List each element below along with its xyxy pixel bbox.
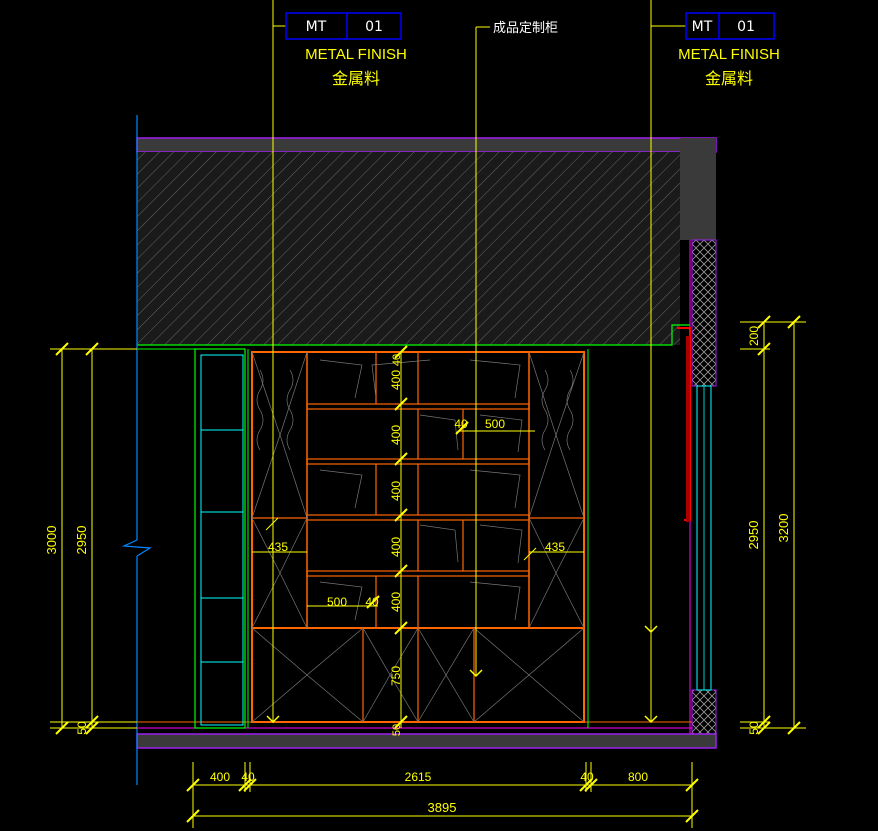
dim-right-outer: 3200 <box>776 514 791 543</box>
dim-upper-40: 40 <box>454 417 468 431</box>
tag-code: MT <box>306 19 327 35</box>
dim-right-inner: 2950 <box>746 521 761 550</box>
dim-bottom-total: 3895 <box>428 800 457 815</box>
left-boundary <box>121 115 152 785</box>
dim-lower-500: 500 <box>327 595 347 609</box>
dim-upper-500: 500 <box>485 417 505 431</box>
dim-shelf-5: 400 <box>389 592 403 612</box>
dim-shelf-1: 400 <box>389 370 403 390</box>
bottom-dimensions <box>186 762 699 828</box>
dim-left-bottom: 50 <box>75 721 89 735</box>
dim-lower-40: 40 <box>365 595 379 609</box>
ceiling-slab <box>136 137 717 350</box>
dim-side-435-left: 435 <box>268 540 288 554</box>
dim-right-bottom: 50 <box>747 721 761 735</box>
tag-code: MT <box>692 19 713 35</box>
tag-label-en: METAL FINISH <box>305 46 407 63</box>
dim-shelf-top: 40 <box>391 354 403 366</box>
shelf-dimension-ticks <box>265 345 658 729</box>
right-dimensions <box>740 315 806 735</box>
dim-left-outer: 3000 <box>44 526 59 555</box>
leader-lines <box>272 0 686 728</box>
dim-right-top: 200 <box>747 326 761 346</box>
tag-label-cn: 金属料 <box>332 70 380 88</box>
dim-shelf-2: 400 <box>389 425 403 445</box>
right-wall <box>677 239 717 735</box>
left-cabinet <box>194 348 249 729</box>
material-tag-right: MT 01 METAL FINISH 金属料 <box>678 12 780 88</box>
floor <box>136 721 717 749</box>
dim-shelf-4: 400 <box>389 537 403 557</box>
dim-bottom-seg-3: 2615 <box>405 770 432 784</box>
center-note: 成品定制柜 <box>493 21 558 36</box>
left-dimensions <box>50 342 137 735</box>
tag-label-cn: 金属料 <box>705 70 753 88</box>
dim-shelf-base: 750 <box>389 666 403 686</box>
dim-shelf-plinth: 50 <box>391 724 403 736</box>
tag-number: 01 <box>365 19 383 35</box>
wood-grain-pattern <box>251 351 585 723</box>
main-cabinet <box>251 349 589 728</box>
dim-bottom-seg-5: 800 <box>628 770 648 784</box>
tag-number: 01 <box>737 19 755 35</box>
dim-left-inner: 2950 <box>74 526 89 555</box>
dim-side-435-right: 435 <box>545 540 565 554</box>
dim-bottom-seg-1: 400 <box>210 770 230 784</box>
dim-shelf-3: 400 <box>389 481 403 501</box>
material-tag-left: MT 01 METAL FINISH 金属料 <box>285 12 407 88</box>
tag-label-en: METAL FINISH <box>678 46 780 63</box>
dim-bottom-seg-2: 40 <box>241 770 255 784</box>
dim-bottom-seg-4: 40 <box>580 770 594 784</box>
